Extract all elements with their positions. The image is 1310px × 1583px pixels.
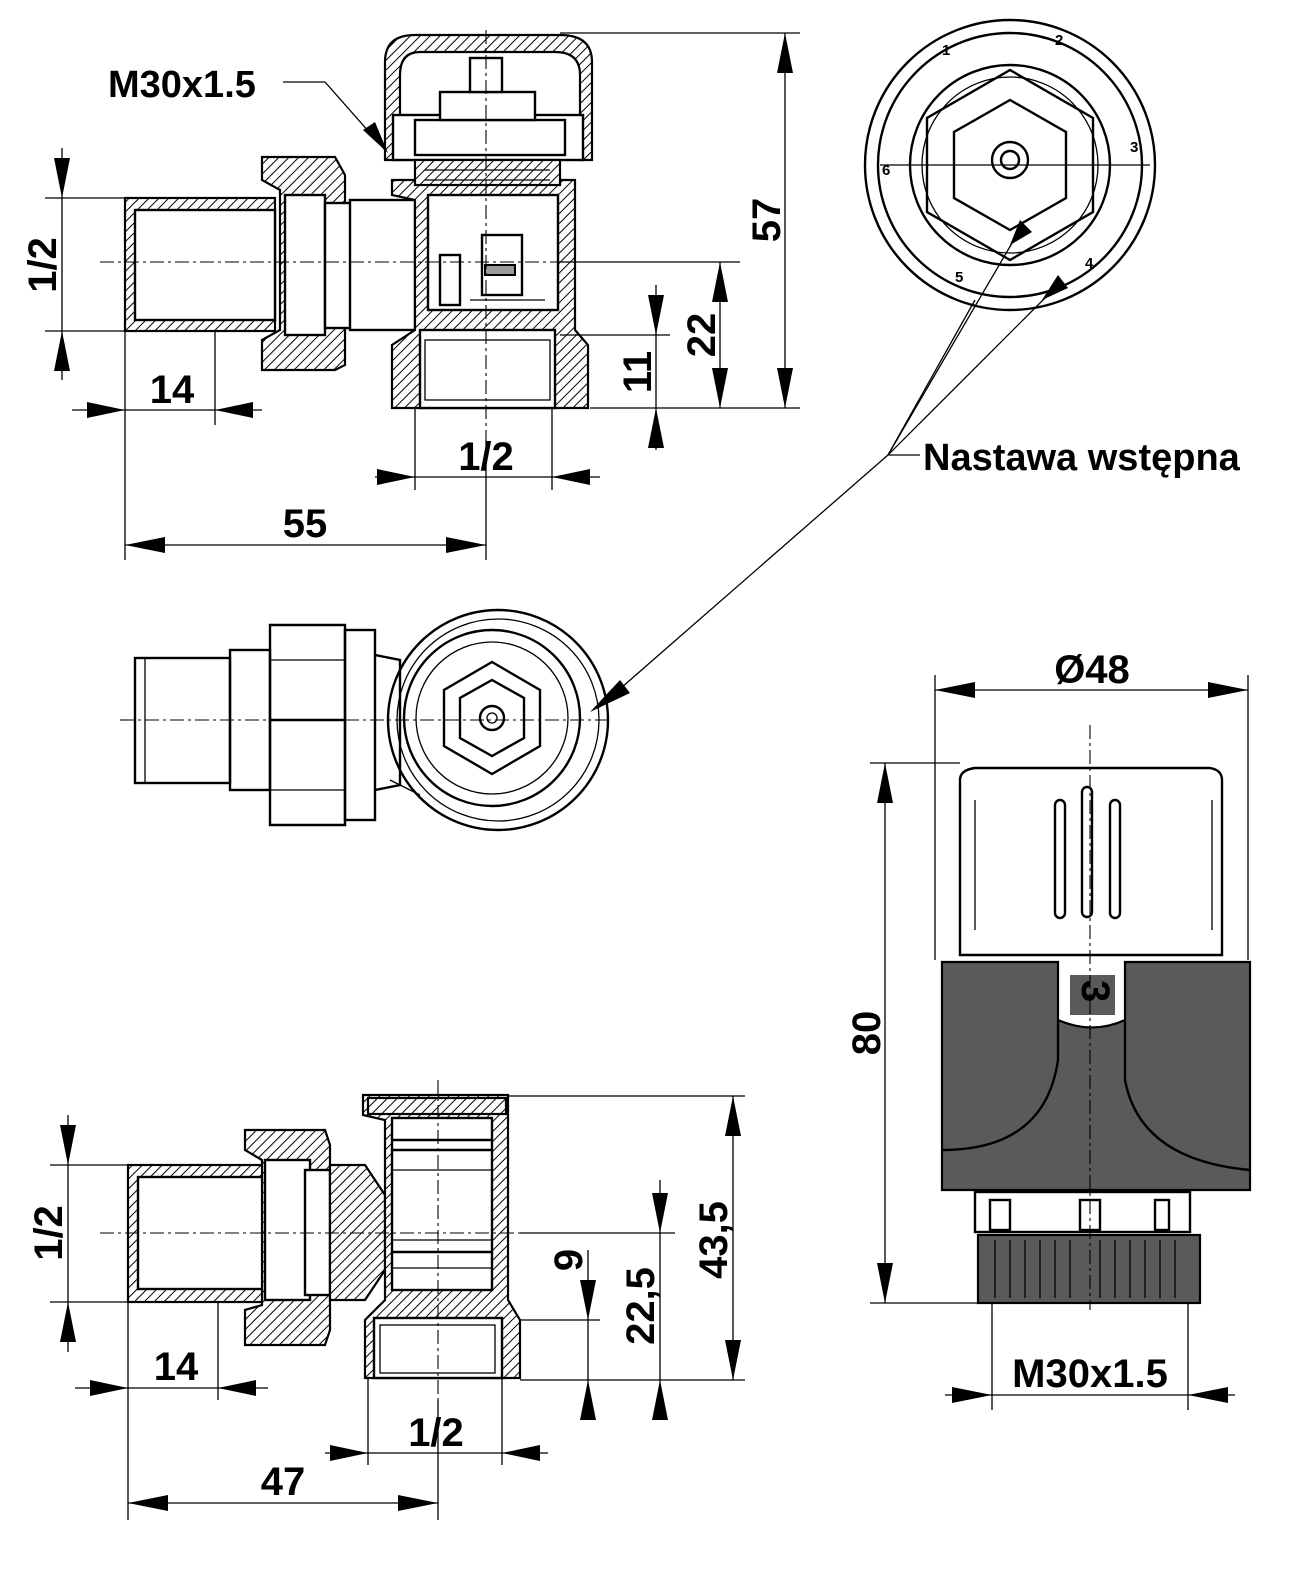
dim-head-height: 80 — [845, 1011, 889, 1056]
dial-mark-5: 5 — [955, 269, 963, 286]
dim-pipe-bottom: 1/2 — [27, 1205, 71, 1261]
preset-label: Nastawa wstępna — [923, 437, 1241, 479]
dim-nut-bottom: 14 — [154, 1345, 199, 1389]
dim-h22-top: 22 — [680, 313, 724, 358]
head-dimensions: Ø48 80 M30x1.5 — [845, 648, 1249, 1410]
dial-mark-4: 4 — [1085, 255, 1094, 272]
thermostatic-head: 3 — [940, 725, 1252, 1310]
dial-mark-2: 2 — [1055, 32, 1063, 49]
valve-front-view — [120, 608, 610, 832]
top-view-dimensions: M30x1.5 1/2 14 1/2 55 57 — [21, 32, 800, 560]
dim-h11-top: 11 — [616, 351, 660, 393]
bottom-view-dimensions: 1/2 14 1/2 47 43,5 22,5 — [27, 1095, 745, 1520]
thread-label-head: M30x1.5 — [1012, 1352, 1168, 1396]
knurl-lines — [994, 1240, 1176, 1298]
dim-height-bottom: 43,5 — [692, 1201, 736, 1279]
dim-pipe-top: 1/2 — [21, 237, 65, 293]
dial-top-view: 1 2 3 4 5 6 — [863, 18, 1157, 312]
preset-leaders: Nastawa wstępna — [590, 237, 1241, 712]
dim-head-diameter: Ø48 — [1054, 648, 1130, 692]
dim-nut-top: 14 — [150, 368, 195, 412]
valve-section-top — [100, 30, 735, 440]
dim-h22-bottom: 22,5 — [619, 1267, 663, 1345]
dim-length-bottom: 47 — [261, 1460, 306, 1504]
dim-outlet-bottom: 1/2 — [408, 1411, 464, 1455]
dial-mark-3: 3 — [1130, 139, 1138, 156]
dial-mark-1: 1 — [942, 42, 950, 59]
head-dial-mark: 3 — [1073, 980, 1117, 1002]
dim-h9-bottom: 9 — [547, 1249, 591, 1271]
dim-length-top: 55 — [283, 502, 328, 546]
valve-section-bottom — [100, 1080, 560, 1400]
thread-label-top: M30x1.5 — [108, 64, 256, 106]
dim-height-top: 57 — [745, 198, 789, 243]
dial-mark-6: 6 — [882, 162, 890, 179]
